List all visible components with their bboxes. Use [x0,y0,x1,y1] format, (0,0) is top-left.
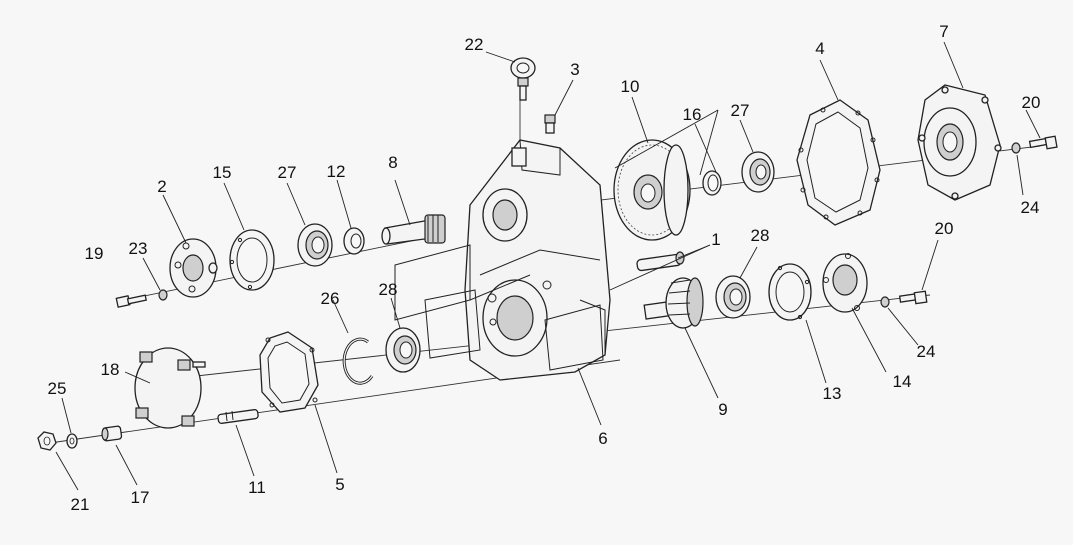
snap-ring-26 [342,337,374,385]
callout-28-right: 28 [751,226,770,245]
callout-5: 5 [335,475,344,494]
bearing-27-left [297,223,333,267]
ring-16 [702,170,722,196]
callout-14: 14 [893,372,912,391]
callout-18: 18 [101,360,120,379]
pinion-gear-9 [643,277,704,329]
callout-13: 13 [823,384,842,403]
callout-20-upper: 20 [1022,93,1041,112]
callout-9: 9 [718,400,727,419]
gasket-5 [259,331,319,413]
gasket-15 [229,229,275,291]
callout-2: 2 [157,177,166,196]
lifting-eye-bolt [510,57,536,101]
callout-21: 21 [71,495,90,514]
end-cover-2 [169,238,218,298]
callout-10: 10 [621,77,640,96]
bolt-19 [115,294,147,308]
callout-20-lower: 20 [935,219,954,238]
nut-21 [37,431,57,451]
washer-23 [158,289,168,301]
callout-labels: 3 22 10 16 27 4 7 20 24 8 12 27 15 2 19 … [48,22,1041,514]
callout-26: 26 [321,289,340,308]
callout-16: 16 [683,105,702,124]
callout-24-upper: 24 [1021,198,1040,217]
stud-11 [217,408,259,424]
callout-17: 17 [131,488,150,507]
bolt-20-upper [1028,135,1058,150]
callout-7: 7 [939,22,948,41]
washer-24-lower [880,296,890,308]
bearing-28-left [385,327,421,373]
end-cover-7 [917,84,1002,201]
callout-11: 11 [248,478,266,497]
callout-27-right: 27 [731,101,750,120]
spacer-ring-12 [343,227,365,255]
input-shaft-8 [381,214,446,245]
callout-15: 15 [213,163,232,182]
callout-27-left: 27 [278,163,297,182]
washer-24-upper [1011,142,1021,154]
leader-lines [55,41,1041,491]
bolt-20-lower [898,290,928,305]
callout-22: 22 [465,35,484,54]
gasket-4 [796,99,881,226]
gearbox-housing [394,139,611,381]
callout-1: 1 [711,230,720,249]
callout-6: 6 [598,429,607,448]
pin-1 [636,251,685,272]
bearing-28-right [715,275,751,319]
callout-28-left: 28 [379,280,398,299]
callout-4: 4 [815,39,824,58]
callout-25: 25 [48,379,67,398]
callout-3: 3 [570,60,579,79]
spacer-17 [101,425,123,442]
callout-24-lower: 24 [917,342,936,361]
callout-19: 19 [85,244,104,263]
callout-12: 12 [327,162,346,181]
cover-14 [822,253,868,313]
washer-25 [66,433,78,449]
callout-23: 23 [129,239,148,258]
gear-10 [613,139,691,241]
cover-plate-18 [134,347,206,429]
gasket-13 [768,263,812,321]
callout-8: 8 [388,153,397,172]
breather-plug [544,114,556,134]
bearing-27-right [741,151,775,193]
